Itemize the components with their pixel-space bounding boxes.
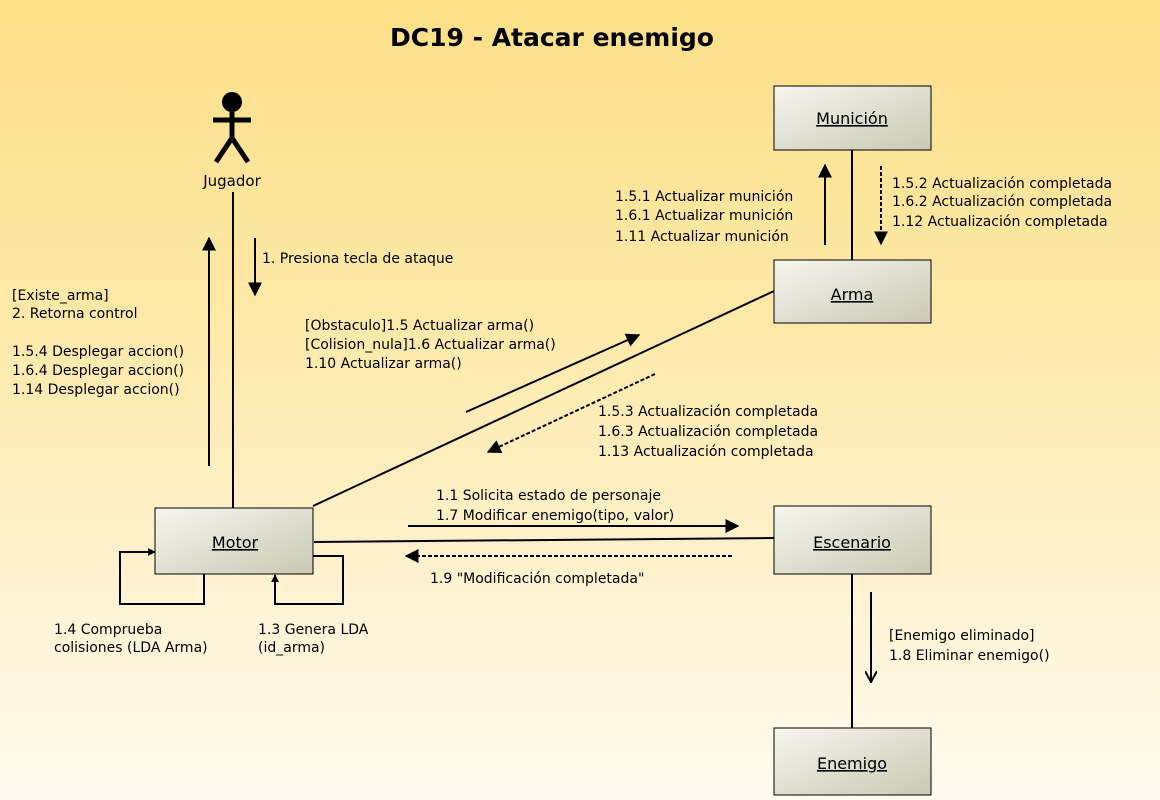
arrow-actualizar-arma <box>465 333 641 413</box>
msg-actualizar-municion: 1.5.1 Actualizar munición 1.6.1 Actualiz… <box>615 189 793 245</box>
msg-modificacion: 1.9 "Modificación completada" <box>430 571 644 587</box>
msg-genera-line: 1.3 Genera LDA <box>258 622 369 638</box>
msg-comprueba: 1.4 Comprueba colisiones (LDA Arma) <box>54 622 208 656</box>
msg-actualizar-arma-line: 1.10 Actualizar arma() <box>305 356 462 372</box>
msg-comprueba-line: colisiones (LDA Arma) <box>54 640 208 656</box>
msg-municion-completada: 1.5.2 Actualización completada 1.6.2 Act… <box>892 176 1112 230</box>
msg-actualizar-municion-line: 1.6.1 Actualizar munición <box>615 208 793 224</box>
msg-actualizar-arma: [Obstaculo]1.5 Actualizar arma() [Colisi… <box>305 318 556 372</box>
msg-presiona: 1. Presiona tecla de ataque <box>262 251 453 267</box>
msg-retorno-line: [Existe_arma] <box>12 288 109 304</box>
diagram-title: DC19 - Atacar enemigo <box>390 23 714 52</box>
msg-solicita-line: 1.7 Modificar enemigo(tipo, valor) <box>436 508 674 524</box>
msg-arma-completada-line: 1.6.3 Actualización completada <box>598 424 818 440</box>
object-enemigo-label: Enemigo <box>817 754 887 773</box>
msg-municion-completada-line: 1.5.2 Actualización completada <box>892 176 1112 192</box>
object-arma[interactable]: Arma <box>773 259 932 324</box>
object-escenario[interactable]: Escenario <box>773 505 932 575</box>
msg-actualizar-arma-line: [Obstaculo]1.5 Actualizar arma() <box>305 318 534 334</box>
object-motor-label: Motor <box>212 533 259 552</box>
msg-municion-completada-line: 1.6.2 Actualización completada <box>892 194 1112 210</box>
link-motor-arma <box>312 290 775 507</box>
msg-arma-completada: 1.5.3 Actualización completada 1.6.3 Act… <box>598 404 818 460</box>
msg-solicita: 1.1 Solicita estado de personaje 1.7 Mod… <box>436 488 674 524</box>
msg-eliminar-line: 1.8 Eliminar enemigo() <box>889 648 1050 664</box>
object-escenario-label: Escenario <box>813 533 891 552</box>
msg-actualizar-municion-line: 1.5.1 Actualizar munición <box>615 189 793 205</box>
msg-retorno-line: 1.14 Desplegar accion() <box>12 382 180 398</box>
msg-retorno-line: 2. Retorna control <box>12 306 138 322</box>
msg-solicita-line: 1.1 Solicita estado de personaje <box>436 488 661 504</box>
msg-actualizar-arma-line: [Colision_nula]1.6 Actualizar arma() <box>305 337 556 353</box>
msg-eliminar-line: [Enemigo eliminado] <box>889 628 1035 644</box>
object-municion-label: Munición <box>816 109 888 128</box>
msg-actualizar-municion-line: 1.11 Actualizar munición <box>615 229 789 245</box>
arrow-arma-completada <box>486 373 656 454</box>
stick-figure-actor-icon <box>213 92 251 164</box>
msg-eliminar: [Enemigo eliminado] 1.8 Eliminar enemigo… <box>889 628 1050 664</box>
object-arma-label: Arma <box>831 285 874 304</box>
actor-name: Jugador <box>202 172 261 190</box>
msg-arma-completada-line: 1.5.3 Actualización completada <box>598 404 818 420</box>
object-municion[interactable]: Munición <box>773 85 932 151</box>
msg-retorno: [Existe_arma] 2. Retorna control 1.5.4 D… <box>12 288 184 398</box>
object-enemigo[interactable]: Enemigo <box>773 727 932 796</box>
msg-genera-line: (id_arma) <box>258 640 325 656</box>
object-motor[interactable]: Motor <box>154 507 314 575</box>
self-loop-comprueba <box>119 548 205 605</box>
msg-genera: 1.3 Genera LDA (id_arma) <box>258 622 369 656</box>
msg-retorno-line: 1.5.4 Desplegar accion() <box>12 344 184 360</box>
self-loop-genera <box>271 555 344 605</box>
msg-municion-completada-line: 1.12 Actualización completada <box>892 214 1108 230</box>
link-motor-escenario <box>313 537 775 543</box>
msg-retorno-line: 1.6.4 Desplegar accion() <box>12 363 184 379</box>
msg-arma-completada-line: 1.13 Actualización completada <box>598 444 814 460</box>
msg-comprueba-line: 1.4 Comprueba <box>54 622 162 638</box>
